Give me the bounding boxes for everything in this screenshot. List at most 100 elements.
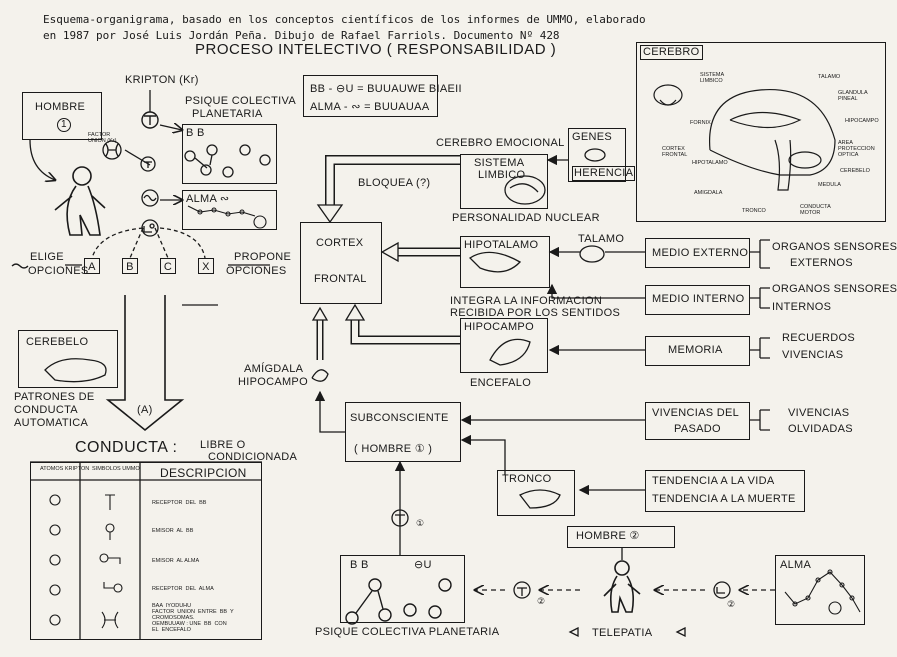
amygdala-icon	[311, 369, 329, 382]
page-title: PROCESO INTELECTIVO ( RESPONSABILIDAD )	[195, 41, 557, 58]
brain-fornix: FORNIX	[690, 120, 711, 126]
cerebro-box	[636, 42, 886, 222]
elige-label: ELIGE	[30, 251, 64, 263]
hippocampus-icon	[489, 338, 531, 366]
emisor-bb-icon	[140, 156, 156, 172]
bb-top-label: B B	[186, 127, 205, 139]
row-2-desc: EMISOR AL BB	[152, 528, 194, 534]
thalamus-icon	[579, 245, 605, 263]
propone-label: PROPONE	[234, 251, 292, 263]
encefalo-label: ENCEFALO	[470, 377, 532, 389]
genes-label: GENES	[572, 131, 613, 143]
medio-interno-box	[645, 285, 750, 315]
cerebellum-icon	[44, 358, 107, 383]
brain-area-optica: AREA PROTECCION OPTICA	[838, 140, 875, 159]
subconsciente-box	[345, 402, 461, 462]
option-c: C	[160, 258, 176, 274]
human-figure-icon	[54, 166, 106, 236]
brain-medula: MEDULA	[818, 182, 841, 188]
col-descripcion: DESCRIPCION	[160, 466, 247, 480]
tendencia-muerte: TENDENCIA A LA MUERTE	[652, 493, 796, 505]
num-2-b: ②	[727, 599, 736, 609]
legend-box	[303, 75, 438, 117]
num-2-a: ②	[537, 596, 546, 606]
psique-bottom-bb: B B	[350, 559, 369, 571]
alma-top-label: ALMA ∾	[186, 193, 230, 205]
alma-bottom-box	[775, 555, 865, 625]
brain-hipotalamo: HIPOTALAMO	[692, 160, 728, 166]
row-4-desc: RECEPTOR DEL ALMA	[152, 586, 214, 592]
col-simbolos: SIMBOLOS UMMO	[92, 466, 140, 472]
telepatia-label: TELEPATIA	[592, 627, 653, 639]
recuerdos-label: RECUERDOS	[782, 332, 855, 344]
legend-line-1: BB - ⊖U = BUUAUWE BIAEII	[310, 83, 462, 95]
genes-box	[568, 128, 626, 182]
medio-interno-label: MEDIO INTERNO	[652, 293, 745, 305]
olvidadas-label: OLVIDADAS	[788, 423, 853, 435]
condicionada-label: CONDICIONADA	[208, 451, 298, 463]
factor-union-icon	[102, 140, 122, 160]
personalidad-label: PERSONALIDAD NUCLEAR	[452, 212, 600, 224]
frontal-label: FRONTAL	[314, 273, 367, 285]
memoria-box	[645, 336, 750, 366]
col-atomos: ATOMOS KRIPTON	[40, 466, 90, 472]
cerebelo-label: CEREBELO	[26, 336, 89, 348]
organos-int-2: INTERNOS	[772, 301, 832, 313]
hombre-2-box	[567, 526, 675, 548]
organos-int-1: ORGANOS SENSORES	[772, 283, 897, 295]
hipocampo-label: HIPOCAMPO	[464, 321, 534, 333]
alma-top-box	[182, 190, 277, 230]
hipocampo-small-label: HIPOCAMPO	[238, 376, 308, 388]
cerebelo-box	[18, 330, 118, 388]
tendencia-vida: TENDENCIA A LA VIDA	[652, 475, 775, 487]
tronco-box	[497, 470, 575, 516]
row-5-desc: BAA IYODUHU FACTOR UNION ENTRE BB Y CROM…	[152, 603, 234, 634]
opciones-label: OPCIONES	[28, 265, 89, 277]
vivencias-pasado-box	[645, 402, 750, 440]
vivencias-2-label: VIVENCIAS	[788, 407, 850, 419]
option-a: A	[84, 258, 100, 274]
medio-externo-label: MEDIO EXTERNO	[652, 247, 749, 259]
brain-amigdala: AMIGDALA	[694, 190, 723, 196]
alma-bottom-label: ALMA	[780, 559, 812, 571]
cerebro-label: CEREBRO	[640, 45, 703, 60]
bb-network-bottom-icon	[345, 578, 452, 625]
hipocampo-box	[460, 318, 548, 373]
conducta-title: CONDUCTA :	[75, 439, 178, 456]
psique-bottom-label: PSIQUE COLECTIVA PLANETARIA	[315, 626, 500, 638]
hypothalamus-icon	[468, 251, 522, 273]
hombre-2-label: HOMBRE ②	[576, 530, 640, 542]
vivencias-label: VIVENCIAS	[782, 349, 844, 361]
hombre-box	[22, 92, 102, 140]
header-line-2: en 1987 por José Luis Jordán Peña. Dibuj…	[43, 29, 560, 42]
tronco-label: TRONCO	[502, 473, 552, 485]
row-1-desc: RECEPTOR DEL BB	[152, 500, 207, 506]
pasado-label: PASADO	[674, 423, 721, 435]
memoria-label: MEMORIA	[668, 344, 723, 356]
automatica-label: AUTOMATICA	[14, 417, 89, 429]
talamo-label: TALAMO	[578, 233, 625, 245]
bb-top-box	[182, 124, 277, 184]
cerebro-emocional-label: CEREBRO EMOCIONAL	[436, 137, 565, 149]
tendencia-box	[645, 470, 805, 512]
genes-icon	[584, 148, 606, 162]
brainstem-icon	[519, 489, 561, 509]
bloquea-label: BLOQUEA (?)	[358, 177, 431, 189]
kripton-symbol-icon	[141, 111, 159, 129]
psique-bottom-alma: ⊖U	[414, 559, 432, 571]
header-line-1: Esquema-organigrama, basado en los conce…	[43, 13, 646, 26]
symbols-table	[30, 462, 262, 640]
limbic-system-icon	[504, 175, 546, 205]
subconsciente-label: SUBCONSCIENTE	[350, 412, 449, 424]
factor-union-label: FACTOR UNION (Kr)	[88, 132, 117, 145]
option-x: X	[198, 258, 214, 274]
alma-chain-top-icon	[187, 205, 267, 229]
hipotalamo-box	[460, 236, 550, 288]
organos-ext-2: EXTERNOS	[790, 257, 853, 269]
libre-label: LIBRE O	[200, 439, 246, 451]
integra-label: INTEGRA LA INFORMACION	[450, 295, 603, 307]
kripton-atoms-icon	[49, 494, 123, 629]
brain-glandula: GLANDULA PINEAL	[838, 90, 868, 103]
option-b: B	[122, 258, 138, 274]
